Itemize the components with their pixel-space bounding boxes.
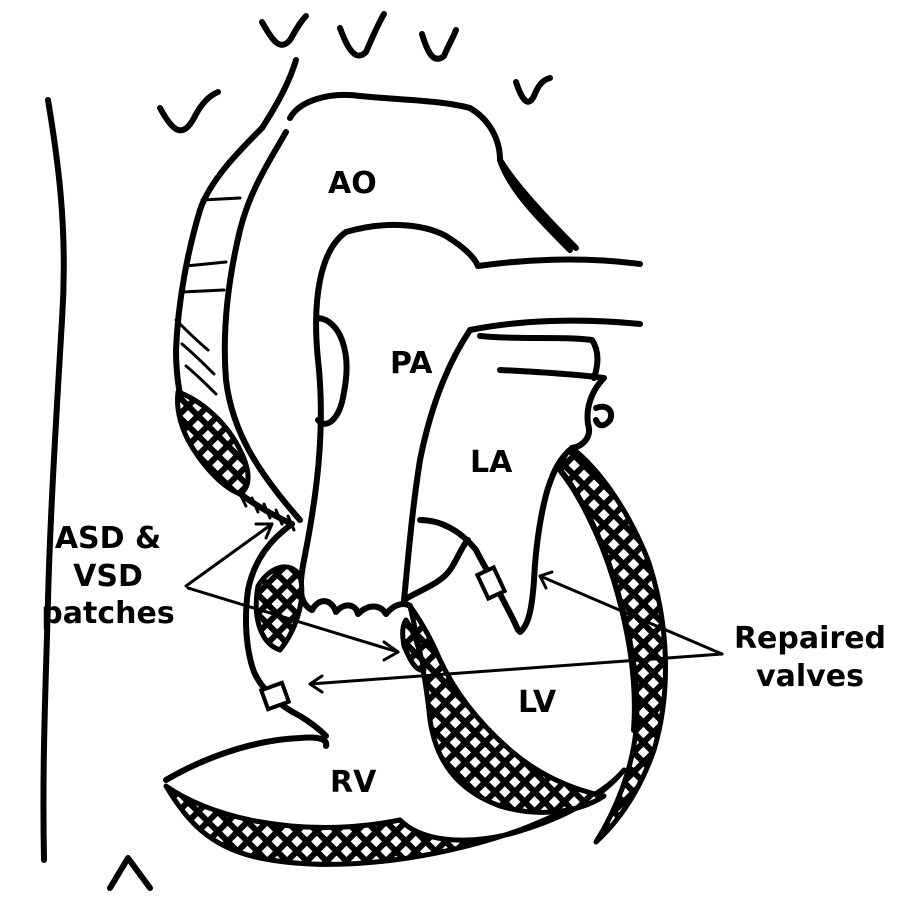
tricuspid-ring-marker [261,683,289,709]
vessel-right-1 [516,78,550,102]
label-pa: PA [390,345,432,383]
svc-band-2 [186,262,226,266]
aorta-right-wall [500,160,576,248]
rv-top-edge [166,737,326,780]
label-repaired-valves: Repaired valves [730,620,890,695]
pa-valve-bottom [312,601,410,614]
interventricular-septum [410,606,604,812]
label-patches-line-3: patches [38,595,178,633]
ra-hatch-top [176,320,216,394]
vessel-left-2 [262,16,306,45]
label-valves-line-2: valves [730,658,890,696]
label-valves-line-1: Repaired [730,620,890,658]
aorta-arch-inner [346,225,478,266]
label-rv: RV [330,764,376,802]
mitral-annulus [420,520,518,630]
vessel-left-1 [160,92,218,130]
vessel-top-1 [340,14,384,56]
label-patches-line-1: ASD & [38,520,178,558]
svc-band-3 [182,290,224,292]
body-outline-fold [110,858,150,888]
asd-patch [177,392,248,494]
vessel-top-2 [422,30,456,59]
label-patches-line-2: VSD [38,558,178,596]
label-la: LA [470,444,512,482]
la-wall-right [500,370,604,448]
svc-band-1 [202,198,240,200]
pulmonary-vein-lower [470,321,640,330]
ra-patch [256,567,302,650]
mitral-ring-marker [477,567,504,598]
pulmonary-vein-upper [478,260,640,266]
label-ao: AO [328,165,377,203]
body-outline [43,100,63,860]
label-lv: LV [518,684,556,722]
label-patches: ASD & VSD patches [38,520,178,633]
la-pulmonary-vein [596,407,611,426]
mitral-left-leaflet [404,540,468,600]
